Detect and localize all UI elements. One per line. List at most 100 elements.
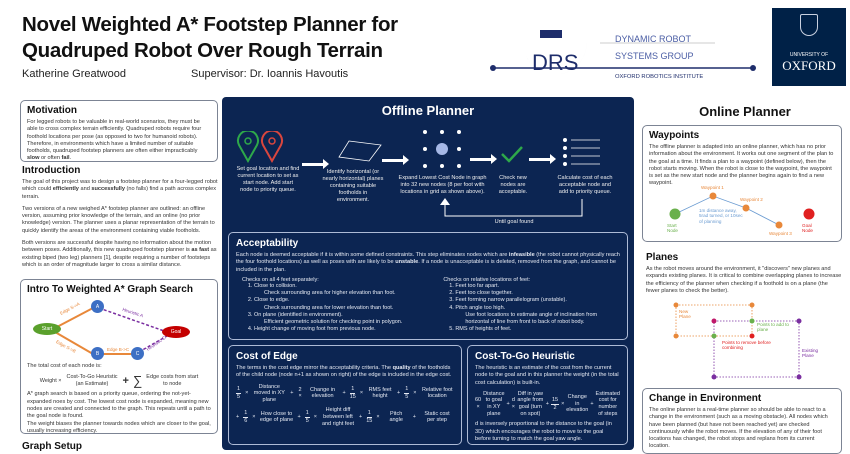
offline-planner-heading: Offline Planner (381, 103, 475, 118)
node-c: C (131, 347, 144, 360)
waypoints-text: The offline planner is adapted into an o… (649, 144, 834, 187)
drs-logo: DRS DYNAMIC ROBOT SYSTEMS GROUP OXFORD R… (485, 8, 765, 88)
cost-to-go-heading: Cost-To-Go Heuristic (475, 351, 575, 362)
graph-setup-heading: Graph Setup (22, 441, 83, 452)
total-cost-formula: Weight × Cost-To-Go Heuristic(an Estimat… (27, 374, 211, 387)
formula-coefficient: 60 × (475, 397, 482, 411)
new-plane-label: New Plane (679, 309, 691, 320)
emphasis-text: successfully (91, 186, 125, 193)
coefficient-numerator: 1 (243, 410, 249, 418)
relative-checks: Checks on relative locations of feet: Fe… (443, 277, 620, 333)
coefficient-denominator: 6 (244, 417, 248, 424)
loop-arrow-icon (440, 198, 583, 217)
offline-step-2: Identify horizontal (or nearly horizonta… (322, 169, 384, 203)
coefficient-denominator: 5 (305, 417, 309, 424)
text-segment: Both versions are successful despite hav… (22, 240, 212, 254)
times-sign: × (252, 413, 256, 420)
astar-weight-description: The weight biases the planner towards no… (27, 420, 211, 434)
start-node-label: Start Node (667, 222, 678, 233)
motivation-text: For legged robots to be valuable in real… (27, 119, 211, 163)
planes-diagram-graphic (673, 302, 802, 380)
formula-term: RMS feet height (368, 386, 392, 400)
title-line-2: Quadruped Robot Over Rough Terrain (22, 39, 383, 62)
node-a: A (91, 300, 104, 313)
text-segment: (the robot cannot physically reach the f… (236, 252, 620, 266)
text-segment: Two versions of a new weighed A* footste… (22, 205, 215, 234)
introduction-paragraph: The goal of this project was to design a… (22, 179, 218, 201)
location-pins-icon (237, 131, 283, 164)
coefficient-numerator: 1 (236, 386, 242, 394)
text-segment: (no falls) find a path across complex te… (22, 186, 217, 200)
check-item-label: Height change of moving foot from previo… (254, 326, 376, 333)
coefficient-denominator: 5 (237, 393, 241, 400)
heuristic-formula: 60 ×Distance to goal in XY plane+d ×Diff… (475, 391, 620, 417)
planes-heading: Planes (646, 252, 679, 263)
emphasis-text: quality (392, 365, 411, 371)
check-item: Feet too close together. (455, 290, 620, 297)
times-sign: × (313, 413, 317, 420)
formula-term: Pitch angle (389, 410, 403, 424)
times-sign: × (359, 390, 364, 397)
offline-step-1: Set goal location and find current locat… (236, 166, 300, 193)
offline-step-5: Calculate cost of each acceptable node a… (557, 175, 613, 195)
coefficient-numerator: 1 (304, 410, 310, 418)
formula-operator: + (506, 400, 510, 407)
svg-text:DYNAMIC ROBOT: DYNAMIC ROBOT (615, 34, 692, 44)
motivation-section: Motivation For legged robots to be valua… (20, 100, 218, 162)
waypoint-2-label: Waypoint 2 (740, 196, 763, 202)
flow-arrow-icon (470, 154, 497, 164)
formula-term: Static cost per step (424, 410, 450, 424)
formula-edge-costs: Edge costs from start to node (146, 374, 199, 387)
coefficient-numerator: 1 (366, 410, 372, 418)
planes-text: As the robot moves around the environmen… (646, 266, 842, 294)
check-item-detail: Use foot locations to estimate angle of … (465, 311, 598, 325)
formula-term: Change in elevation (566, 394, 589, 414)
edge-label-bc: Edge B->C (107, 347, 130, 352)
times-sign: × (413, 390, 417, 397)
node-b: B (91, 347, 104, 360)
svg-text:DRS: DRS (532, 50, 578, 75)
check-item-label: Feet too far apart. (455, 282, 500, 289)
coefficient-numerator: 1 (404, 386, 410, 394)
planes-section: Planes As the robot moves around the env… (646, 252, 842, 380)
check-item-detail: Efficient geometric solution for checkin… (264, 318, 403, 325)
formula-operator: + (297, 413, 301, 420)
waypoint-1-label: Waypoint 1 (701, 184, 724, 190)
check-item: Height change of moving foot from previo… (254, 326, 423, 333)
planes-diagram: New Plane Points to add to plane Points … (646, 300, 842, 380)
feet-checks-title: Checks on all 4 feet separately: (242, 276, 319, 283)
check-item-detail: Check surrounding area for lower elevati… (264, 304, 394, 311)
coefficient-numerator: 1 (350, 386, 356, 394)
emphasis-text: unstable (395, 259, 419, 266)
motivation-heading: Motivation (27, 105, 77, 116)
check-item: Close to collision.Check surrounding are… (254, 283, 423, 297)
introduction-paragraph: Both versions are successful despite hav… (22, 240, 218, 269)
flow-arrow-icon (382, 155, 409, 165)
change-in-environment-section: Change in Environment The online planner… (642, 388, 842, 454)
loop-label: Until goal found (494, 219, 534, 225)
introduction-paragraph: Two versions of a new weighed A* footste… (22, 206, 218, 235)
formula-coefficient: 2 × (298, 386, 302, 400)
formula-operator: + (359, 413, 363, 420)
formula-operator: + (236, 413, 240, 420)
waypoint-criteria-label: 1m distance away, 5rad turned, or 10sec … (699, 207, 743, 224)
formula-operator: + (545, 400, 549, 407)
introduction-section: Introduction The goal of this project wa… (22, 165, 218, 274)
feet-checks-list: Close to collision.Check surrounding are… (242, 283, 423, 333)
offline-planner-panel: Offline Planner Set goal location and fi… (222, 97, 634, 450)
formula-term: Estimated cost for number of steps (595, 390, 620, 417)
change-in-environment-heading: Change in Environment (649, 393, 762, 404)
coefficient-denominator: 15 (366, 417, 373, 424)
acceptability-text: Each node is deemed acceptable if it is … (236, 252, 620, 274)
waypoints-heading: Waypoints (649, 130, 700, 141)
times-sign: × (376, 413, 380, 420)
check-item-detail: Check surrounding area for higher elevat… (264, 290, 396, 297)
times-sign: × (561, 400, 565, 407)
node-grid-icon (423, 130, 461, 168)
check-item-label: Close to edge. (254, 297, 290, 304)
formula-term: Height diff between left and right feet (321, 407, 355, 427)
text-segment: . If a node is unacceptable is is delete… (236, 259, 616, 273)
offline-step-3: Expand Lowest Cost Node in graph into 32… (398, 175, 487, 195)
